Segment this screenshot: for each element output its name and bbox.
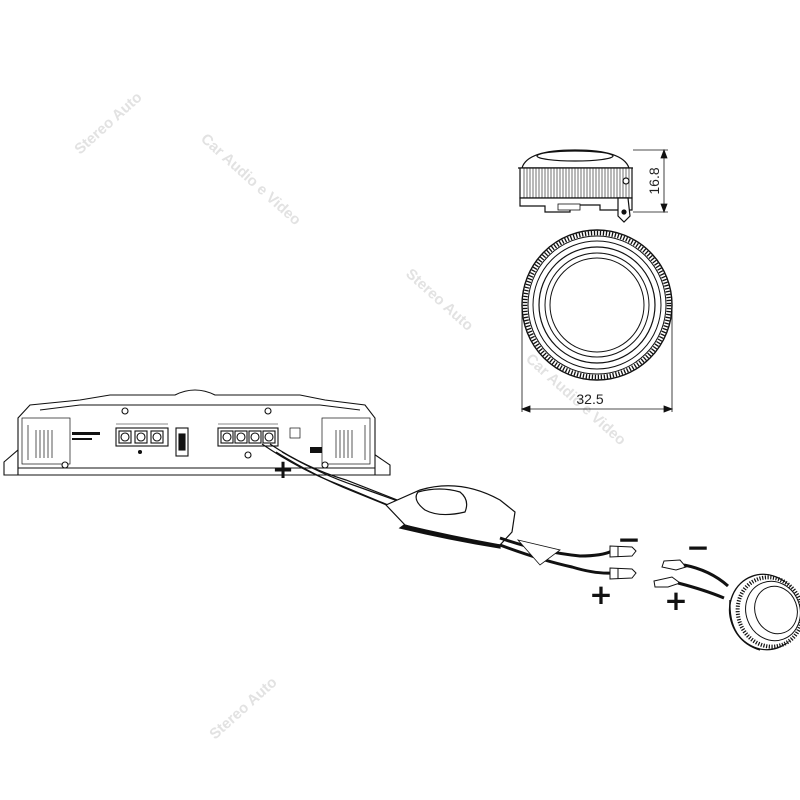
height-dimension — [633, 148, 668, 214]
tweeter-side-view — [518, 149, 633, 223]
right-heatsink — [321, 417, 371, 465]
watermark-text-1: Stereo Auto — [71, 89, 145, 158]
tweeter-connectors — [653, 559, 687, 588]
diameter-dimension — [520, 305, 674, 413]
power-terminal-block — [115, 423, 169, 447]
crossover-plus-sign: + — [589, 578, 612, 611]
watermark-text-3: Stereo Auto — [402, 265, 476, 334]
amplifier — [3, 389, 391, 476]
amp-to-crossover-wires — [261, 443, 410, 513]
watermark-text-2: Car Audio e Video — [197, 130, 304, 229]
tweeter-minus-sign: − — [686, 531, 709, 564]
crossover-output-wires — [499, 536, 613, 575]
crossover-terminals — [609, 545, 637, 580]
crossover-minus-sign: − — [617, 523, 640, 556]
tweeter — [728, 573, 800, 651]
height-dimension-label: 16.8 — [646, 167, 662, 194]
speaker-terminal-block — [217, 423, 279, 447]
left-heatsink — [21, 417, 71, 465]
tweeter-wires — [677, 563, 729, 600]
amp-plus-sign: + — [272, 455, 294, 485]
diameter-dimension-label: 32.5 — [576, 391, 603, 407]
fuse — [175, 427, 189, 457]
tweeter-top-view — [521, 229, 673, 381]
tweeter-plus-sign: + — [664, 584, 687, 617]
crossover — [384, 485, 516, 549]
watermark-text-5: Stereo Auto — [206, 674, 280, 743]
